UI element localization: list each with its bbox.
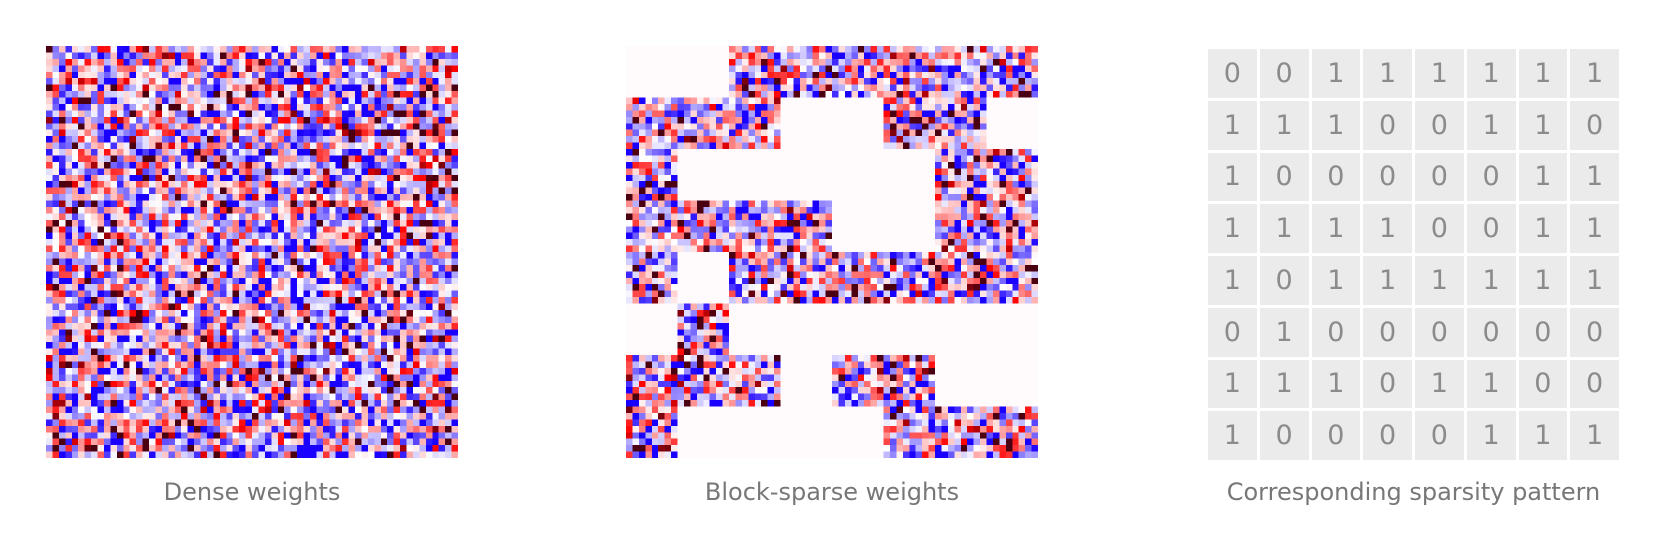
pattern-cell: 1 <box>1518 49 1568 98</box>
pattern-cell: 0 <box>1363 100 1412 150</box>
pattern-cell: 1 <box>1415 49 1464 98</box>
pattern-cell: 1 <box>1311 49 1361 98</box>
pattern-cell: 1 <box>1259 307 1309 357</box>
pattern-cell: 0 <box>1570 307 1619 357</box>
pattern-cell: 1 <box>1518 152 1568 202</box>
dense-weights-caption: Dense weights <box>163 478 341 506</box>
pattern-cell: 0 <box>1259 49 1309 98</box>
pattern-cell: 0 <box>1415 307 1464 357</box>
pattern-cell: 1 <box>1466 100 1516 150</box>
pattern-cell: 1 <box>1570 49 1619 98</box>
pattern-cell: 0 <box>1415 204 1464 253</box>
pattern-cell: 1 <box>1570 204 1619 253</box>
pattern-cell: 1 <box>1363 49 1412 98</box>
pattern-cell: 1 <box>1311 100 1361 150</box>
pattern-cell: 1 <box>1259 359 1309 409</box>
dense-weights-heatmap <box>46 46 458 458</box>
pattern-cell: 1 <box>1259 204 1309 253</box>
pattern-cell: 0 <box>1259 411 1309 460</box>
pattern-cell: 1 <box>1311 204 1361 253</box>
pattern-cell: 1 <box>1208 411 1257 460</box>
pattern-cell: 0 <box>1415 100 1464 150</box>
pattern-cell: 0 <box>1208 49 1257 98</box>
pattern-cell: 1 <box>1311 359 1361 409</box>
pattern-cell: 0 <box>1415 152 1464 202</box>
pattern-cell: 0 <box>1311 152 1361 202</box>
pattern-cell: 1 <box>1518 100 1568 150</box>
pattern-cell: 1 <box>1570 152 1619 202</box>
pattern-cell: 1 <box>1363 256 1412 305</box>
pattern-cell: 1 <box>1208 204 1257 253</box>
pattern-cell: 0 <box>1363 152 1412 202</box>
pattern-cell: 1 <box>1466 411 1516 460</box>
pattern-cell: 1 <box>1518 256 1568 305</box>
pattern-cell: 0 <box>1415 411 1464 460</box>
pattern-cell: 0 <box>1466 204 1516 253</box>
pattern-cell: 1 <box>1570 411 1619 460</box>
block-sparse-weights-heatmap <box>626 46 1038 458</box>
pattern-cell: 1 <box>1518 411 1568 460</box>
pattern-cell: 1 <box>1259 100 1309 150</box>
pattern-cell: 1 <box>1208 256 1257 305</box>
pattern-cell: 1 <box>1311 256 1361 305</box>
pattern-cell: 1 <box>1466 49 1516 98</box>
pattern-cell: 0 <box>1363 359 1412 409</box>
pattern-cell: 0 <box>1466 152 1516 202</box>
pattern-cell: 0 <box>1570 100 1619 150</box>
pattern-cell: 0 <box>1311 307 1361 357</box>
pattern-cell: 0 <box>1208 307 1257 357</box>
pattern-cell: 0 <box>1518 359 1568 409</box>
dense-weights-canvas <box>46 46 458 458</box>
pattern-cell: 0 <box>1311 411 1361 460</box>
pattern-cell: 1 <box>1208 100 1257 150</box>
pattern-cell: 1 <box>1518 204 1568 253</box>
pattern-cell: 1 <box>1415 256 1464 305</box>
pattern-cell: 1 <box>1415 359 1464 409</box>
pattern-cell: 0 <box>1466 307 1516 357</box>
pattern-cell: 0 <box>1259 152 1309 202</box>
pattern-cell: 1 <box>1208 359 1257 409</box>
pattern-cell: 1 <box>1466 256 1516 305</box>
pattern-cell: 0 <box>1363 411 1412 460</box>
block-sparse-weights-caption: Block-sparse weights <box>704 478 960 506</box>
pattern-cell: 1 <box>1570 256 1619 305</box>
pattern-cell: 0 <box>1570 359 1619 409</box>
block-sparse-weights-canvas <box>626 46 1038 458</box>
pattern-cell: 1 <box>1208 152 1257 202</box>
pattern-cell: 0 <box>1363 307 1412 357</box>
pattern-cell: 0 <box>1259 256 1309 305</box>
pattern-cell: 1 <box>1466 359 1516 409</box>
sparsity-pattern-caption: Corresponding sparsity pattern <box>1226 478 1601 506</box>
pattern-cell: 1 <box>1363 204 1412 253</box>
pattern-cell: 0 <box>1518 307 1568 357</box>
